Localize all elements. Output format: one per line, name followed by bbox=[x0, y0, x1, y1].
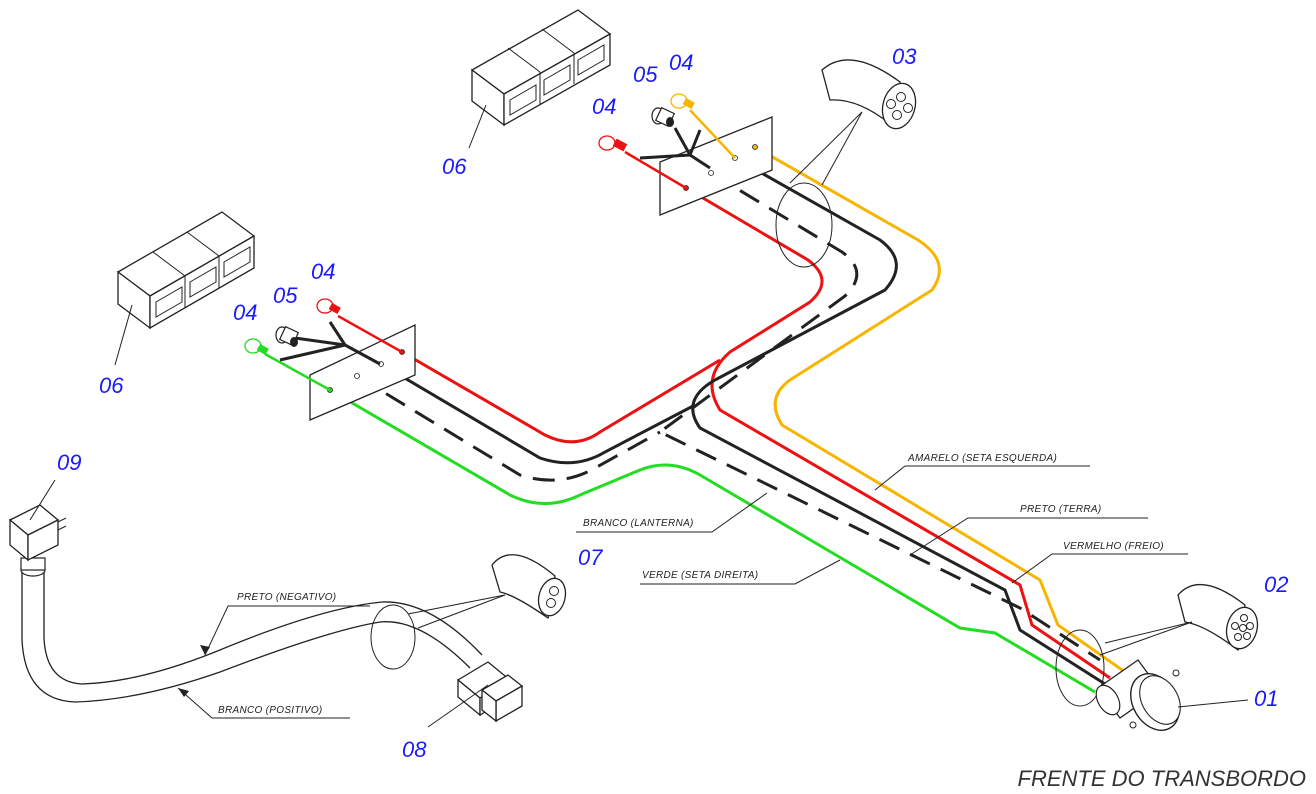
plug-09 bbox=[8, 504, 67, 577]
connector-01 bbox=[1095, 659, 1181, 731]
lamp-housing-lower bbox=[116, 211, 256, 330]
wire-black-dashed-lower bbox=[356, 374, 661, 482]
part-number-04-yellow: 04 bbox=[669, 50, 693, 75]
bulb-socket-red-upper bbox=[598, 135, 628, 152]
wire-black-upper bbox=[691, 156, 1106, 686]
plug-connector-upper bbox=[651, 106, 676, 128]
connector-08 bbox=[456, 661, 524, 723]
wire-label-branco-lanterna: BRANCO (LANTERNA) bbox=[583, 518, 694, 529]
wire-red-lower bbox=[401, 350, 721, 444]
plug-connector-lower bbox=[275, 325, 300, 347]
wire-yellow bbox=[754, 145, 1126, 674]
upper-plate-assembly bbox=[598, 93, 773, 216]
wire-label-preto-terra: PRETO (TERRA) bbox=[1020, 504, 1102, 515]
leaders bbox=[29, 104, 1249, 728]
part-number-09: 09 bbox=[57, 450, 81, 475]
wire-label-branco-positivo: BRANCO (POSITIVO) bbox=[218, 705, 323, 716]
wire-red-upper bbox=[685, 186, 1111, 680]
lamp-housing-upper bbox=[470, 9, 612, 127]
part-number-04-red-lower: 04 bbox=[311, 259, 335, 284]
part-number-04-green: 04 bbox=[233, 300, 257, 325]
part-number-05-lower: 05 bbox=[273, 283, 298, 308]
lower-plate bbox=[309, 323, 416, 421]
wire-black-dashed-upper bbox=[657, 171, 1101, 662]
part-number-06-upper: 06 bbox=[442, 154, 467, 179]
drawing-title: FRENTE DO TRANSBORDO bbox=[1018, 766, 1306, 791]
part-number-07: 07 bbox=[578, 545, 603, 570]
bulb-socket-yellow-upper bbox=[670, 93, 695, 109]
wire-bundle bbox=[329, 145, 1126, 694]
part-number-01: 01 bbox=[1254, 686, 1278, 711]
part-number-06-lower: 06 bbox=[99, 373, 124, 398]
power-cable bbox=[8, 504, 524, 723]
wire-label-verde: VERDE (SETA DIREITA) bbox=[642, 570, 758, 581]
wire-green bbox=[329, 388, 1096, 694]
part-number-08: 08 bbox=[402, 737, 427, 762]
wire-label-amarelo: AMARELO (SETA ESQUERDA) bbox=[907, 453, 1057, 464]
part-number-03: 03 bbox=[892, 44, 917, 69]
wire-black-lower bbox=[380, 362, 696, 465]
cable-section-07 bbox=[370, 554, 567, 670]
bulb-socket-green bbox=[244, 338, 269, 355]
wire-label-preto-negativo: PRETO (NEGATIVO) bbox=[237, 592, 336, 603]
cable-section-03 bbox=[775, 59, 917, 268]
bulb-socket-red-lower bbox=[316, 298, 341, 314]
part-number-05-upper: 05 bbox=[633, 62, 658, 87]
cable-section-02 bbox=[1055, 583, 1259, 707]
wire-label-vermelho: VERMELHO (FREIO) bbox=[1063, 541, 1164, 552]
upper-plate bbox=[659, 116, 773, 216]
lower-plate-assembly bbox=[244, 298, 416, 421]
part-number-02: 02 bbox=[1264, 572, 1288, 597]
part-number-04-red-upper: 04 bbox=[592, 94, 616, 119]
